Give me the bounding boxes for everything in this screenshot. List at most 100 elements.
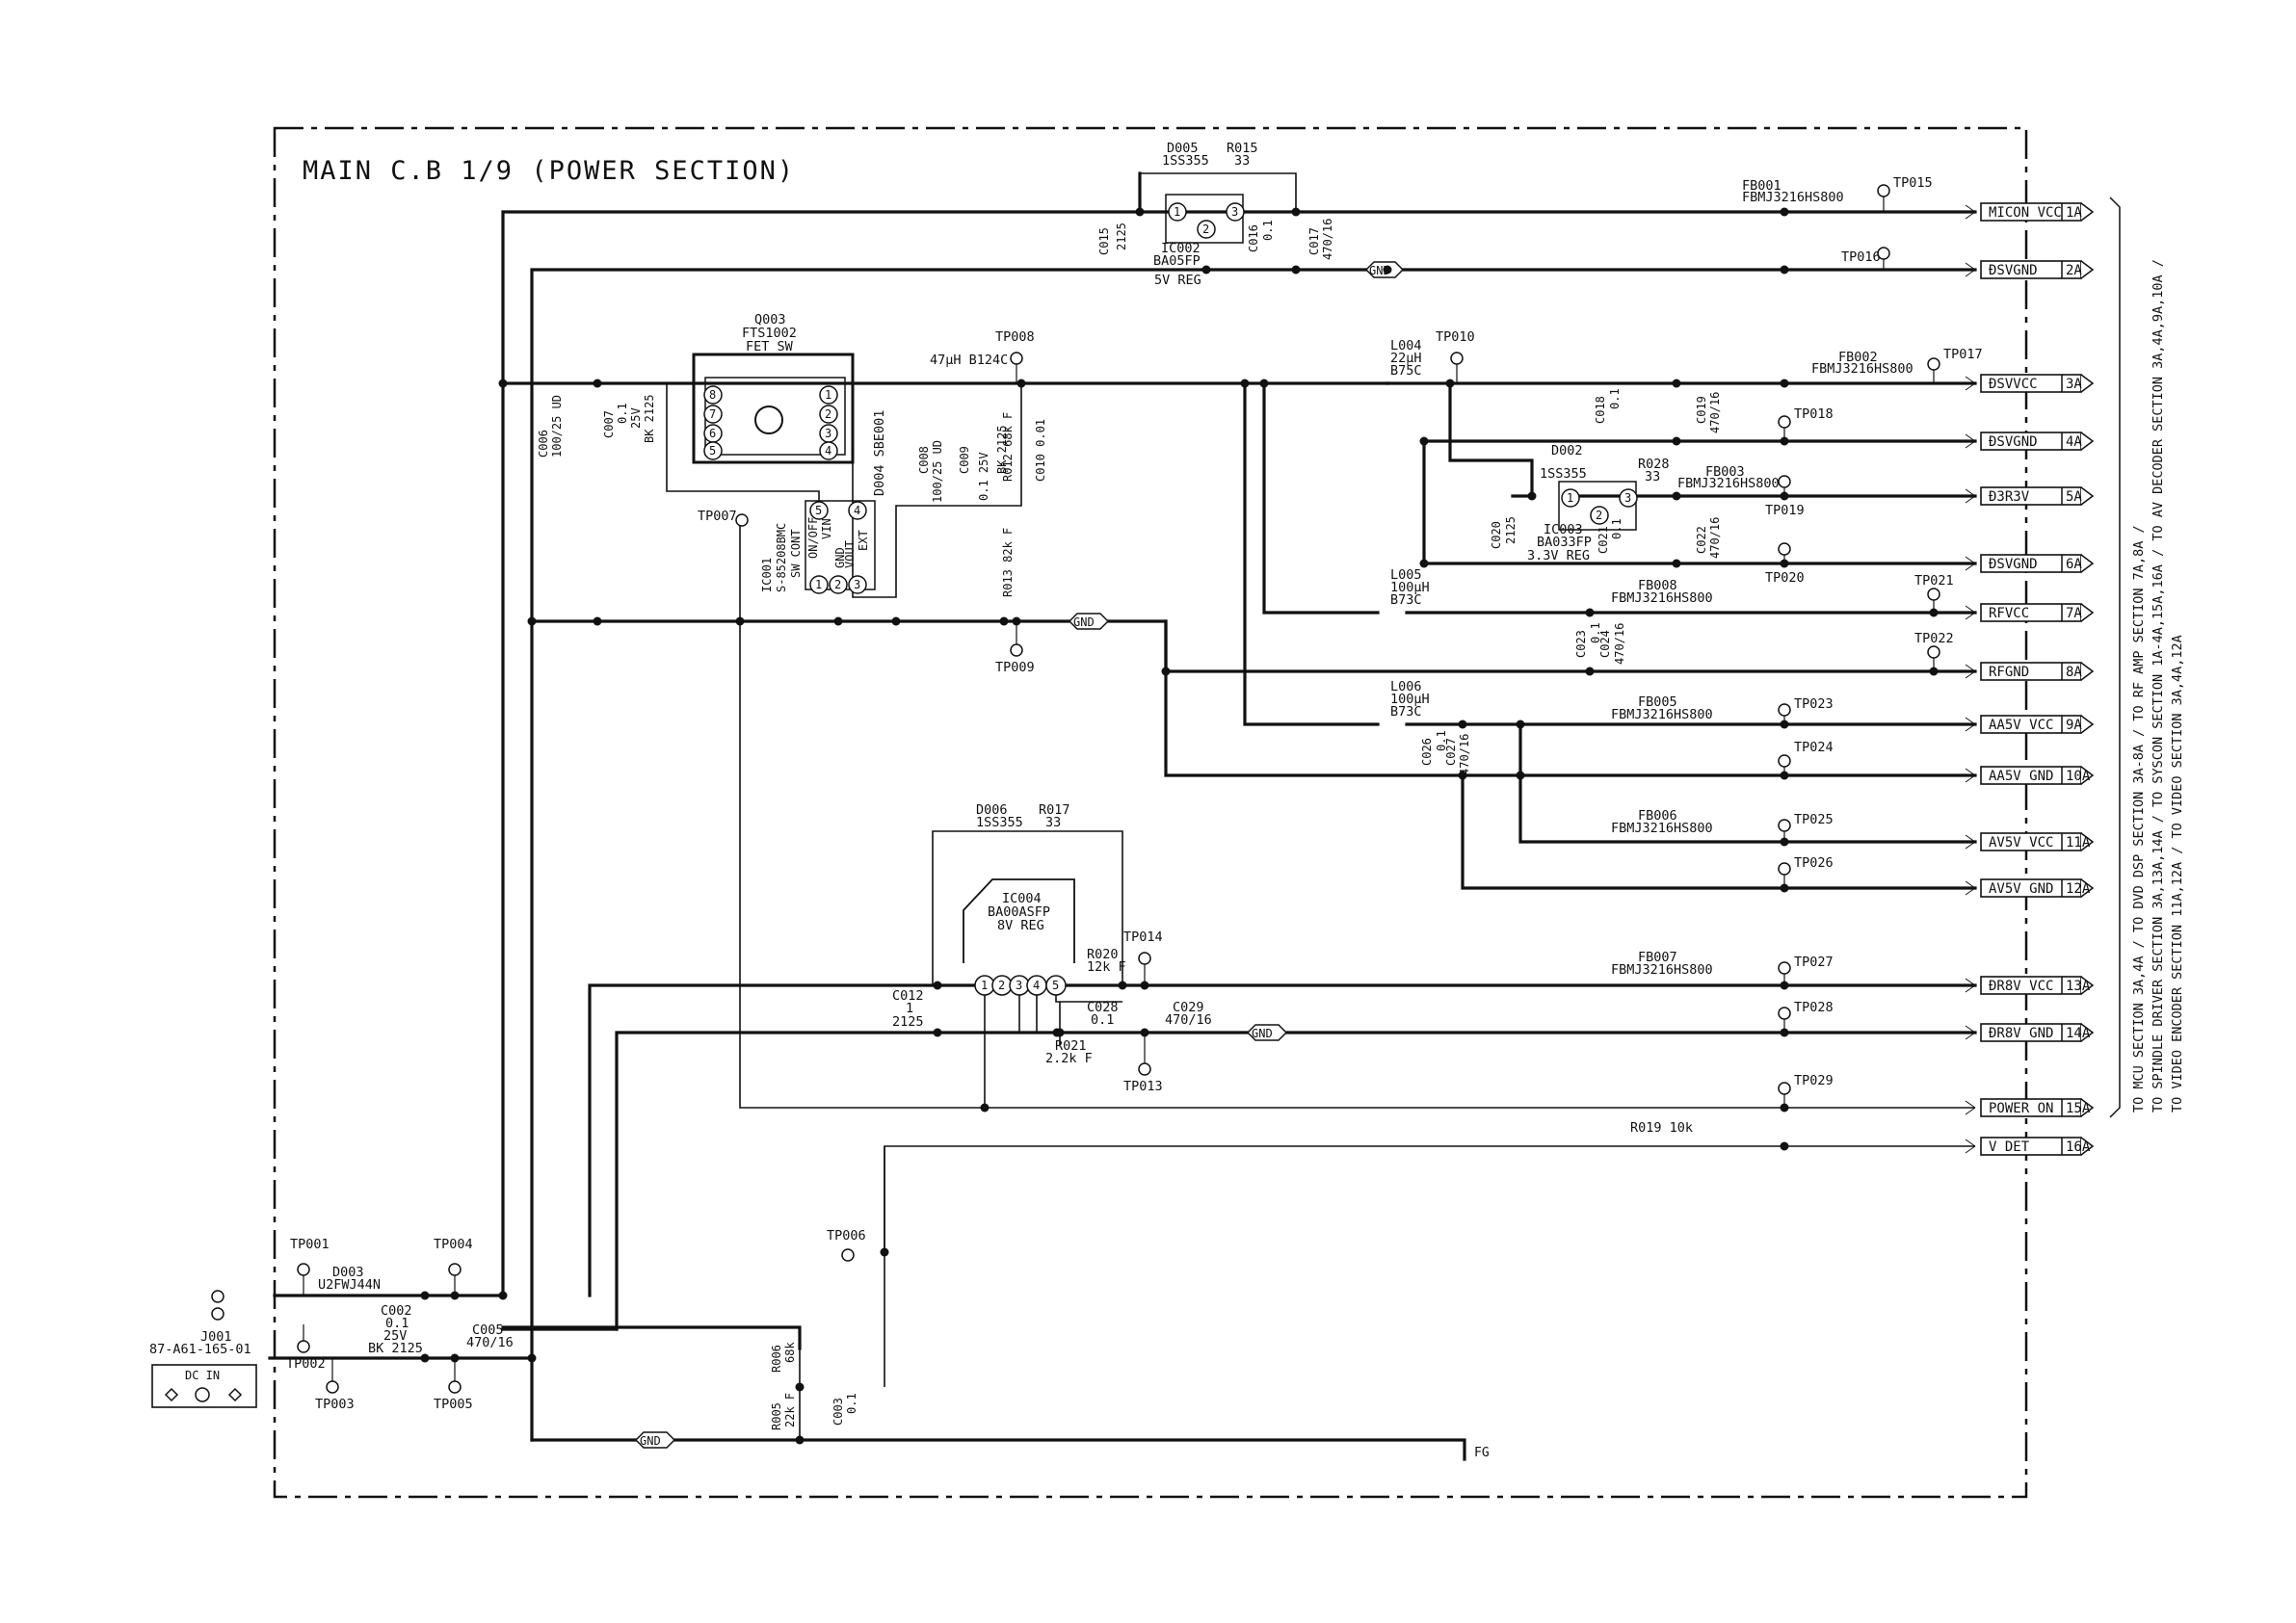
svg-text:FBMJ3216HS800: FBMJ3216HS800 [1611,821,1713,836]
test-point-label: TP025 [1794,812,1834,827]
junction-dot [1585,667,1595,676]
svg-text:5V REG: 5V REG [1154,273,1201,288]
svg-text:C023: C023 [1574,630,1588,658]
svg-text:FTS1002: FTS1002 [742,326,797,341]
svg-text:4: 4 [854,504,860,517]
test-point-label: TP010 [1436,329,1475,345]
junction-dot [1383,265,1392,275]
junction-dot [1419,436,1429,446]
test-point: TP026 [1778,855,1834,888]
svg-text:2125: 2125 [1504,516,1517,544]
junction-dot [1012,616,1021,626]
svg-text:GND: GND [1073,615,1095,629]
test-point: TP002 [286,1324,326,1372]
test-point: TP027 [1778,955,1834,985]
svg-text:BA00ASFP: BA00ASFP [988,904,1050,920]
svg-text:C022: C022 [1695,526,1708,554]
svg-text:100/25 UD: 100/25 UD [931,440,944,503]
svg-text:FBMJ3216HS800: FBMJ3216HS800 [1611,962,1713,978]
test-point: TP015 [1877,175,1933,212]
svg-text:B73C: B73C [1390,592,1422,608]
svg-text:1: 1 [1567,491,1573,505]
svg-text:S-85208BMC: S-85208BMC [775,523,788,592]
junction-dot [933,981,942,990]
junction-dot [980,1103,990,1113]
svg-text:L004: L004 [1390,338,1422,353]
svg-text:2: 2 [1202,223,1209,236]
test-point: TP005 [434,1358,473,1412]
junction-dot [1458,771,1467,780]
connector-pin-number: 12A [2066,881,2091,897]
junction-dot [1672,379,1681,388]
svg-text:SW CONT: SW CONT [789,529,803,578]
junction-dot [1445,379,1455,388]
svg-text:TO VIDEO ENCODER SECTION 11A,1: TO VIDEO ENCODER SECTION 11A,12A / TO VI… [2170,635,2185,1113]
svg-text:1: 1 [1174,205,1180,219]
svg-text:IC002: IC002 [1161,241,1201,256]
connector-label: ÐR8V VCC [1989,979,2053,994]
testpoints: TP001TP002TP003TP004TP005TP006TP007TP008… [286,175,1983,1412]
junction-dot [1780,559,1789,568]
svg-text:1SS355: 1SS355 [976,815,1023,830]
junction-dot [1780,491,1789,501]
ic004: 1 2 3 4 5 IC004 BA00ASFP 8V REG D006 1SS… [963,802,1122,1108]
svg-text:0.1: 0.1 [1261,220,1275,241]
junction-dot [1672,559,1681,568]
svg-text:IC001: IC001 [760,558,774,592]
test-point-label: TP005 [434,1397,473,1412]
junction-dot [1140,1028,1149,1037]
connector-label: AV5V GND [1989,881,2053,897]
junction-dot [1780,1141,1789,1151]
svg-text:C019: C019 [1695,396,1708,424]
junction-dots [420,207,1939,1445]
svg-text:FBMJ3216HS800: FBMJ3216HS800 [1611,590,1713,606]
svg-text:C020: C020 [1490,521,1503,549]
junction-dot [420,1291,430,1300]
svg-text:1: 1 [815,578,822,591]
junction-dot [880,1247,889,1257]
connector-label: MICON VCC [1989,205,2062,221]
wires [268,171,1977,1461]
junction-dot [1780,883,1789,893]
svg-text:DC IN: DC IN [185,1369,220,1382]
junction-dot [1780,720,1789,729]
connector-pin-number: 6A [2066,557,2082,572]
page-title: MAIN C.B 1/9 (POWER SECTION) [303,156,795,186]
svg-text:470/16: 470/16 [1708,392,1722,433]
junction-dot [1135,207,1145,217]
svg-text:R020: R020 [1087,947,1119,962]
svg-text:100/25 UD: 100/25 UD [550,395,564,458]
svg-text:C029: C029 [1173,1000,1204,1015]
svg-text:FBMJ3216HS800: FBMJ3216HS800 [1811,361,1913,377]
connector-label: POWER ON [1989,1101,2053,1116]
test-point: TP022 [1914,631,1954,671]
svg-text:FG: FG [1474,1446,1490,1460]
connector-pin-number: 8A [2066,665,2082,680]
connector-label: V DET [1989,1139,2030,1155]
junction-dot [833,616,843,626]
svg-text:IC003: IC003 [1544,522,1583,537]
svg-text:C028: C028 [1087,1000,1119,1015]
svg-text:5: 5 [815,504,822,517]
svg-text:Q003: Q003 [754,312,786,327]
test-point: TP014 [1123,929,1163,985]
test-point: TP019 [1765,475,1805,518]
junction-dot [450,1353,460,1363]
connector-pin-number: 2A [2066,263,2082,278]
svg-text:C018: C018 [1594,396,1607,424]
svg-text:D002: D002 [1551,443,1583,458]
svg-text:1SS355: 1SS355 [1540,466,1587,482]
junction-dot [498,1291,508,1300]
svg-text:33: 33 [1645,469,1660,484]
test-point-label: TP021 [1914,573,1954,589]
connector-label: ÐSVVCC [1989,377,2038,392]
svg-text:25V: 25V [629,407,643,429]
junction-dot [1259,379,1269,388]
gnd-tags: GND GND GND GND FG [634,261,1490,1460]
svg-text:C008: C008 [917,446,931,474]
test-point-label: TP015 [1893,175,1933,191]
